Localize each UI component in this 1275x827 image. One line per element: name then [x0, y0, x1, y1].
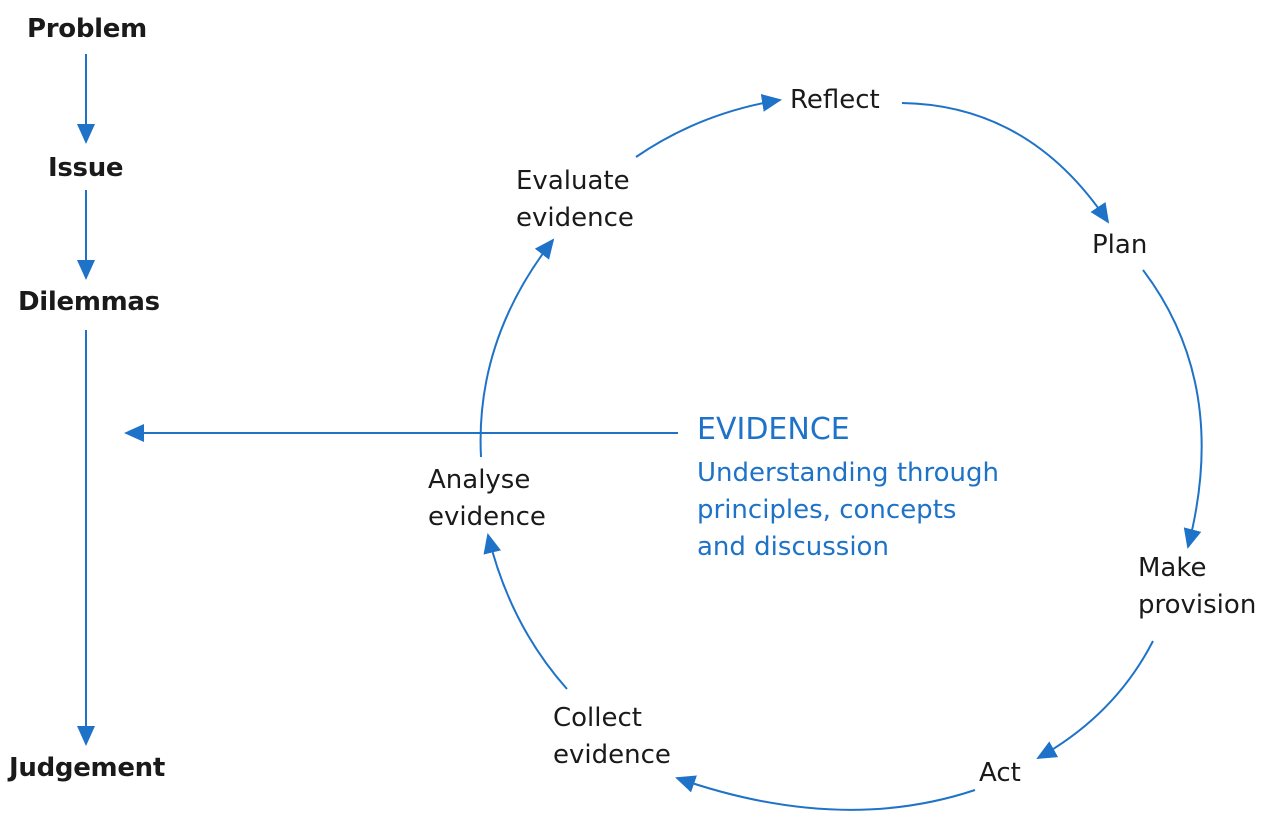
arc-plan-to-make-provision [1142, 269, 1203, 549]
cycle-label-make-provision: Make provision [1138, 550, 1256, 624]
stage-judgement: Judgement [9, 753, 166, 783]
evidence-description: Understanding through principles, concep… [697, 455, 999, 566]
arc-act-to-collect [675, 775, 976, 811]
make-provision-line-2: provision [1138, 590, 1257, 620]
evidence-line-2: principles, concepts [697, 495, 957, 525]
stage-problem: Problem [27, 14, 147, 44]
collect-evidence-line-2: evidence [553, 740, 671, 770]
evidence-title: EVIDENCE [697, 412, 850, 447]
cycle-label-evaluate-evidence: Evaluate evidence [516, 163, 634, 237]
cycle-label-analyse-evidence: Analyse evidence [428, 462, 546, 536]
cycle-label-reflect: Reflect [790, 85, 880, 115]
evaluate-evidence-line-2: evidence [516, 203, 634, 233]
collect-evidence-line-1: Collect [553, 703, 642, 733]
cycle-label-plan: Plan [1092, 230, 1148, 260]
stage-issue: Issue [48, 153, 124, 183]
analyse-evidence-line-2: evidence [428, 502, 546, 532]
arc-evaluate-to-reflect [635, 94, 782, 158]
arc-collect-to-analyse [483, 533, 568, 690]
arc-analyse-to-evaluate [479, 238, 555, 458]
analyse-evidence-line-1: Analyse [428, 465, 531, 495]
cycle-label-act: Act [979, 758, 1021, 788]
evidence-line-3: and discussion [697, 532, 889, 562]
cycle-label-collect-evidence: Collect evidence [553, 700, 671, 774]
make-provision-line-1: Make [1138, 553, 1207, 583]
evidence-line-1: Understanding through [697, 458, 999, 488]
evaluate-evidence-line-1: Evaluate [516, 166, 630, 196]
stage-dilemmas: Dilemmas [18, 287, 160, 317]
arc-make-provision-to-act [1036, 640, 1154, 759]
arc-reflect-to-plan [901, 102, 1110, 224]
